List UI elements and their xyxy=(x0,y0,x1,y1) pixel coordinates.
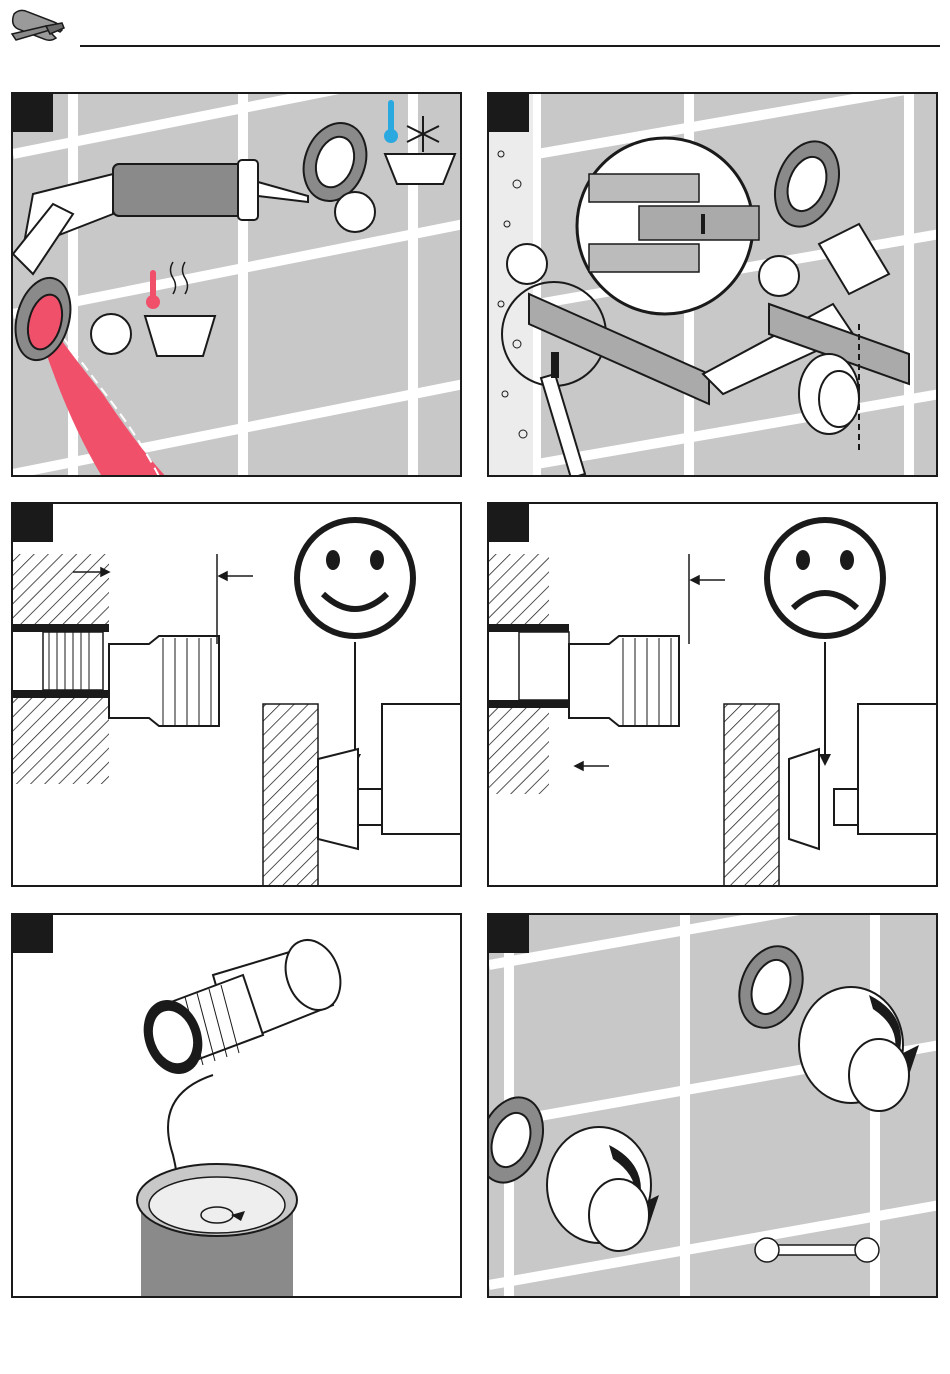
page-header xyxy=(0,0,950,60)
panel-apply-thread-seal xyxy=(11,913,462,1298)
panel-correct-depth xyxy=(11,502,462,887)
panel-install-eccentric xyxy=(487,913,938,1298)
panel-apply-sealant xyxy=(11,92,462,477)
paste-tin-icon xyxy=(137,1164,297,1298)
sad-face-icon xyxy=(767,520,883,636)
smiley-face-icon xyxy=(297,520,413,636)
panel-incorrect-depth xyxy=(487,502,938,887)
tools-icon xyxy=(0,0,950,60)
panel-cut-flush xyxy=(487,92,938,477)
